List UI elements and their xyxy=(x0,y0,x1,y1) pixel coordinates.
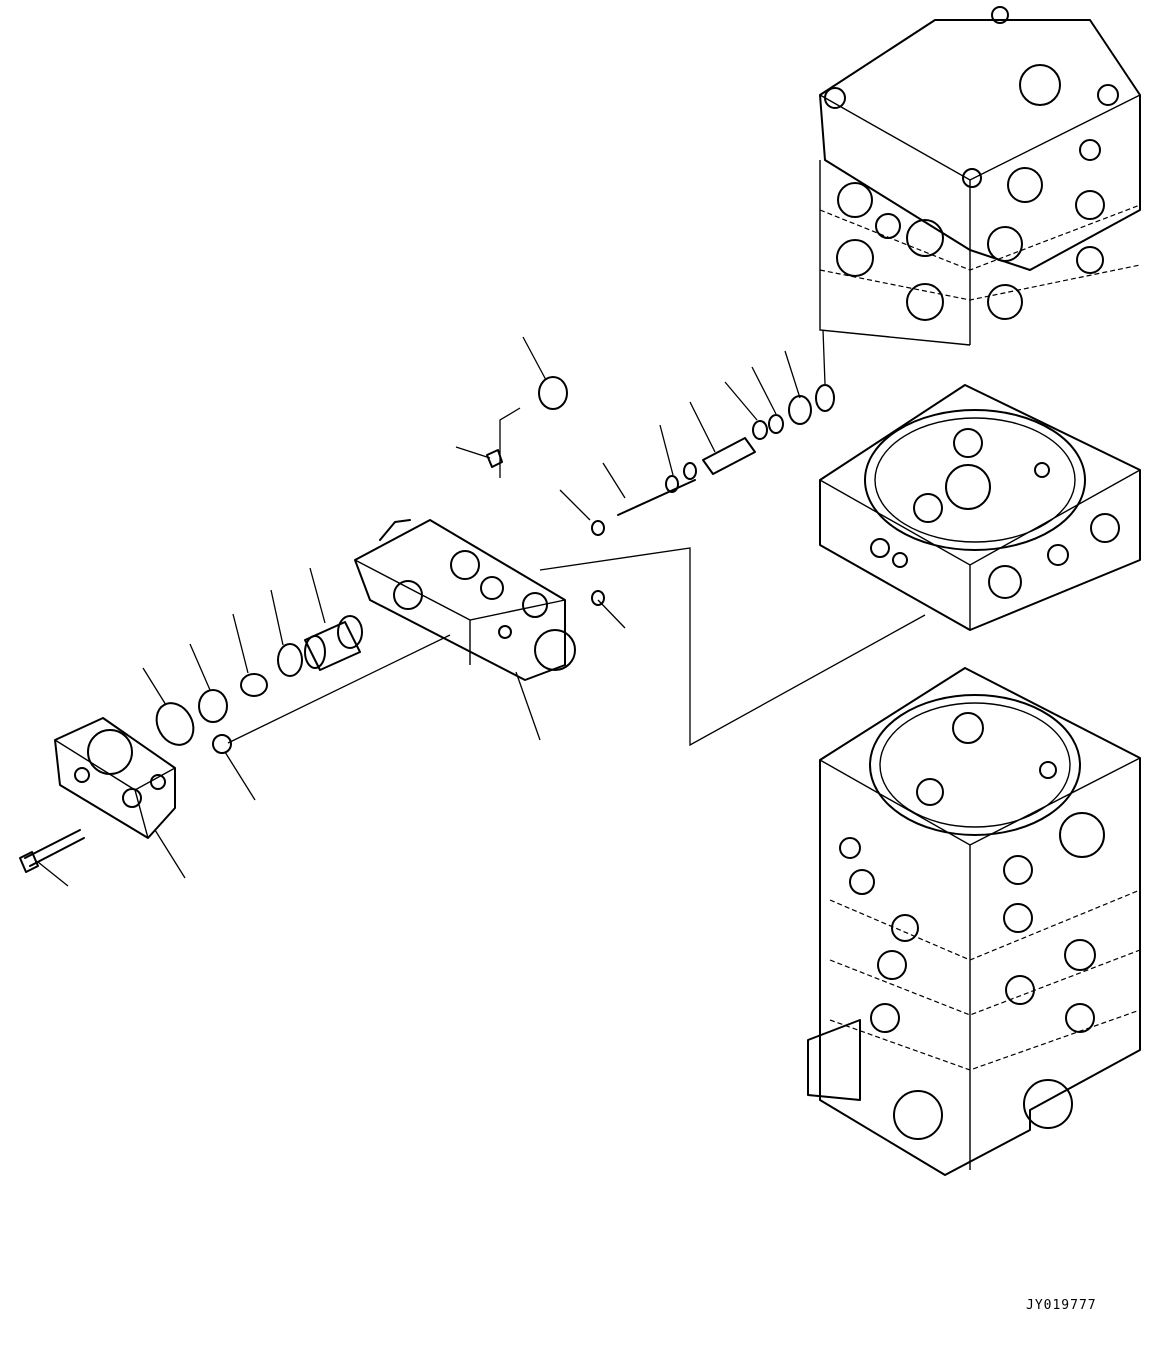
valve-body xyxy=(355,520,575,680)
right-spool-parts xyxy=(539,377,834,605)
valve-stack-middle-view xyxy=(820,385,1140,630)
seal-rings-left xyxy=(149,644,302,753)
drawing-code: JY019777 xyxy=(1026,1298,1097,1313)
bolt xyxy=(20,830,84,872)
valve-stack-bottom-view xyxy=(808,668,1140,1175)
leader-lines xyxy=(38,330,925,886)
spool xyxy=(305,616,362,670)
valve-stack-top-view xyxy=(820,7,1140,345)
cover-plate xyxy=(55,718,175,838)
plug xyxy=(487,450,502,467)
